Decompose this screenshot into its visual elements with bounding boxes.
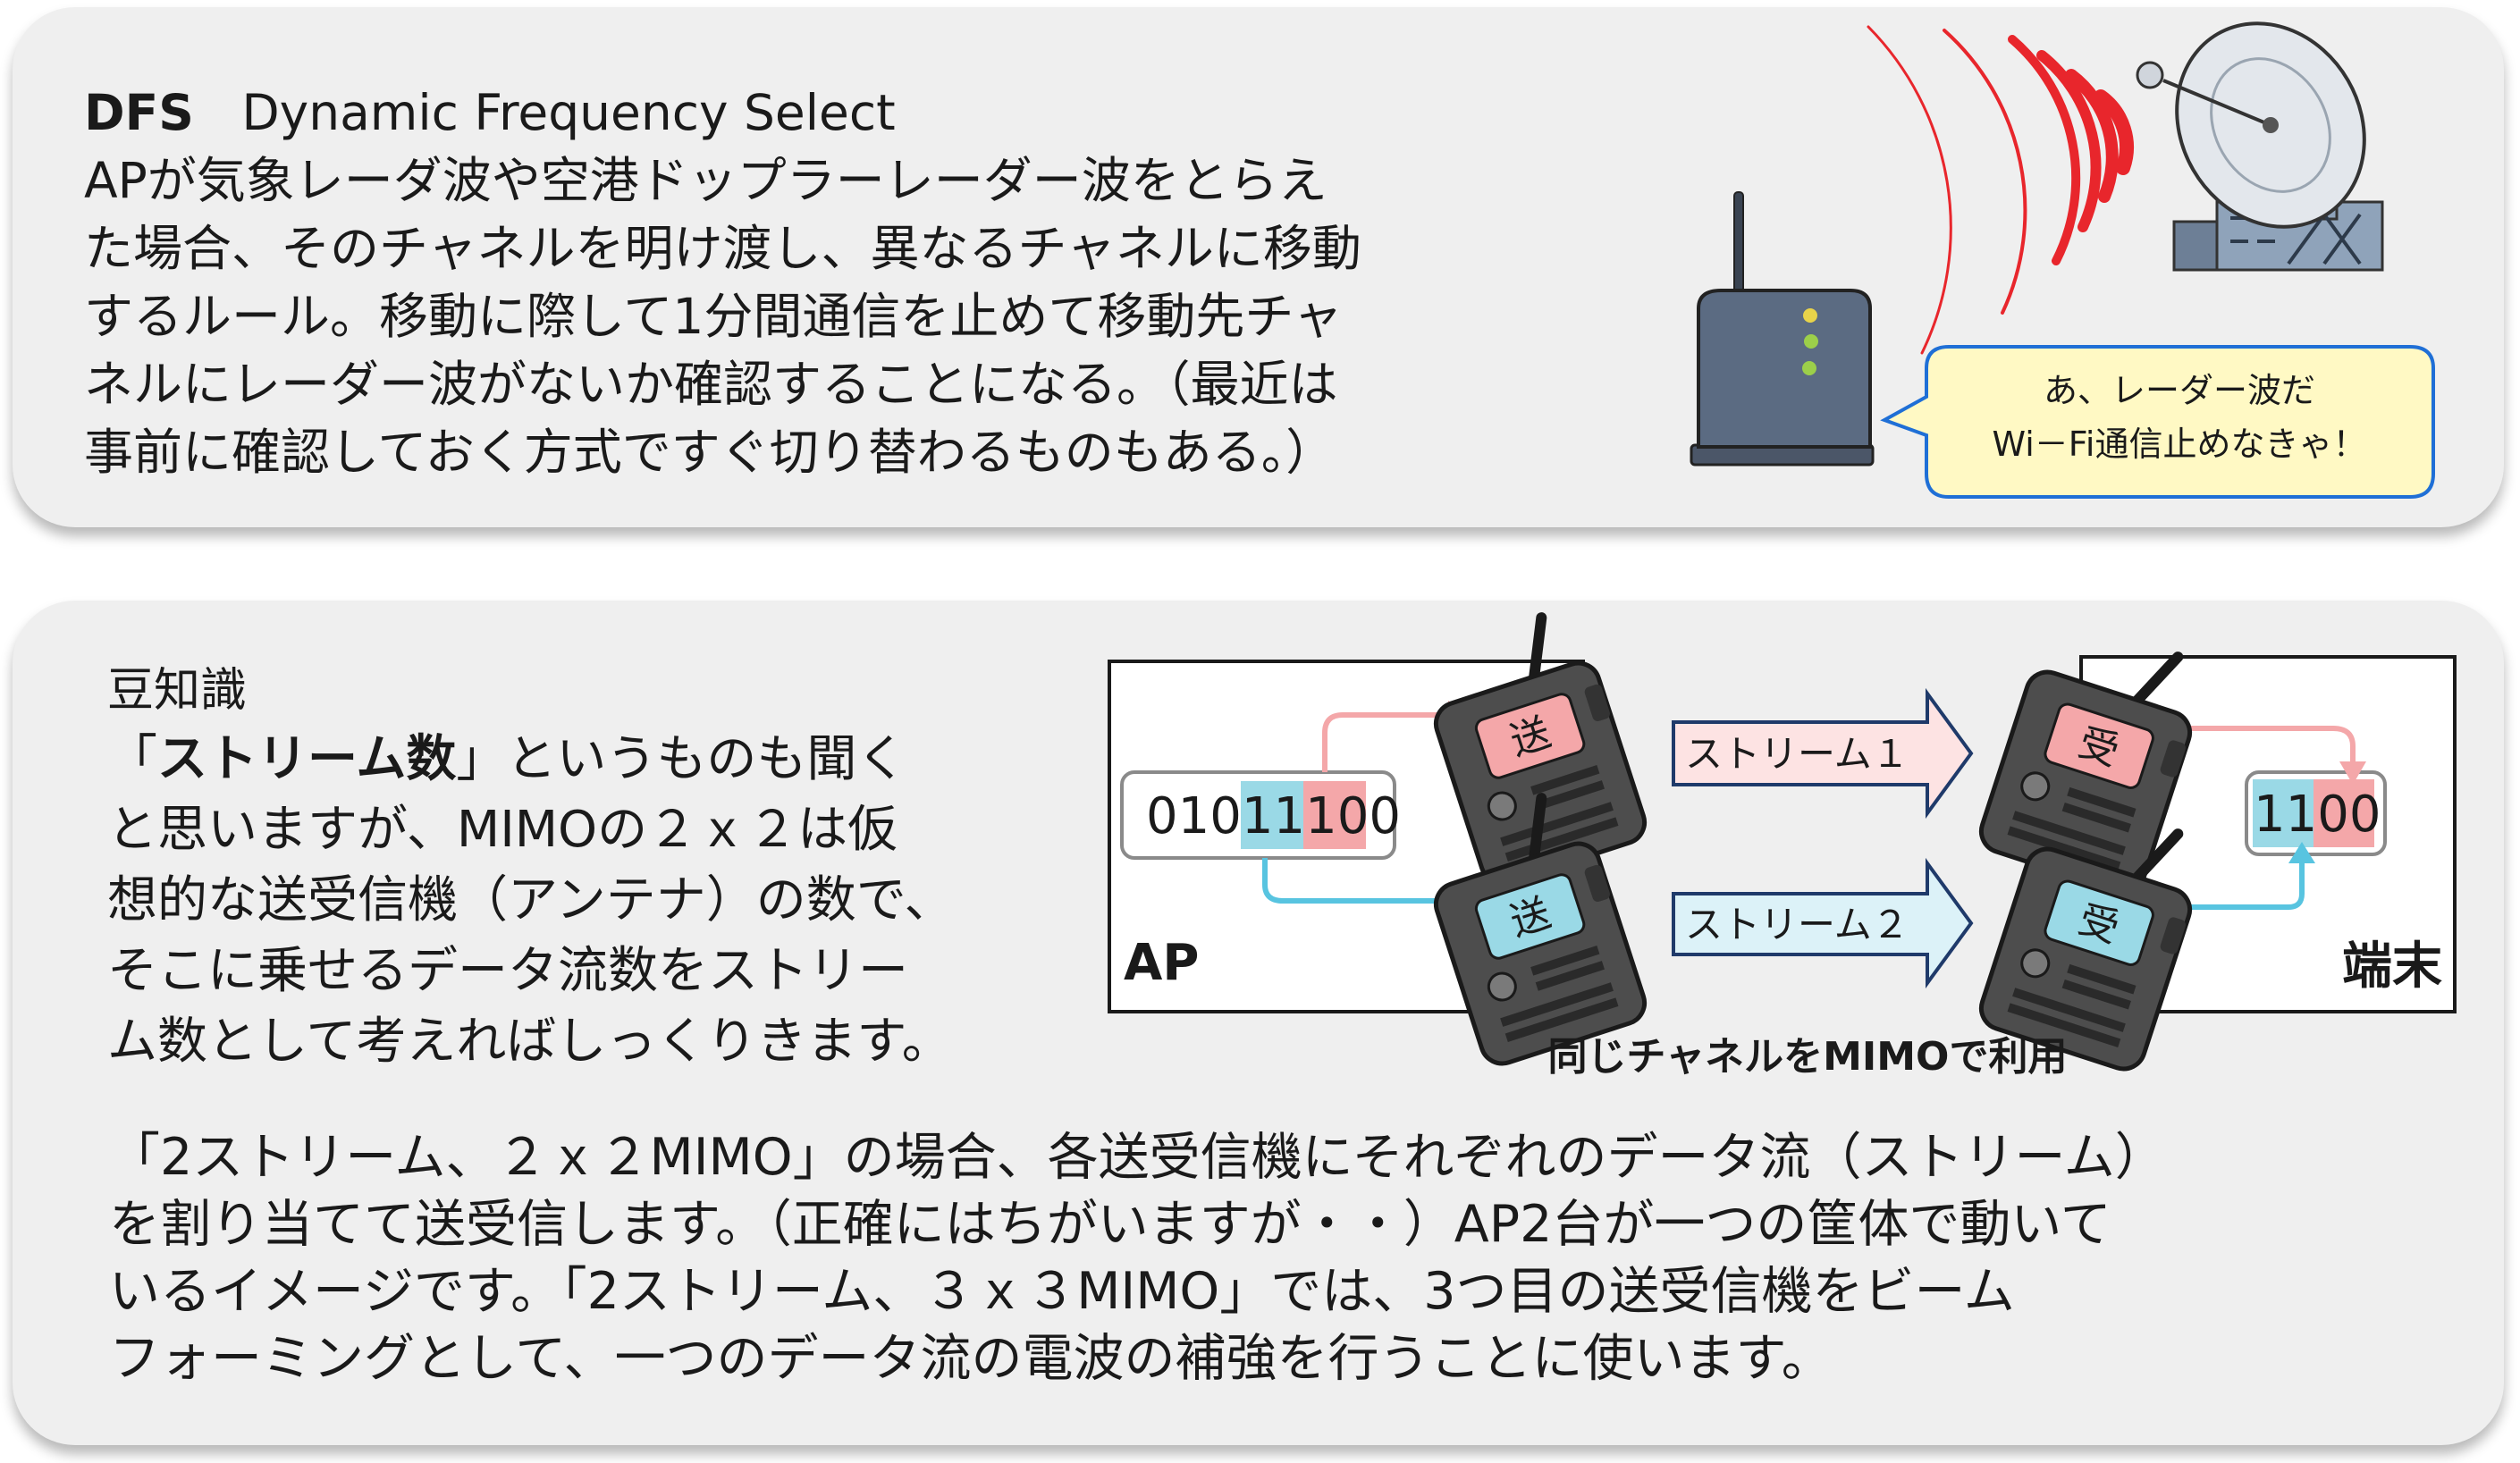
dfs-text-line: た場合、そのチャネルを明け渡し、異なるチャネルに移動 [84,220,1361,277]
trivia-text-line: そこに乗せるデータ流数をストリー [107,942,908,1000]
stream2-input-arrow [1262,858,1448,904]
stream2-arrow [1672,857,1974,989]
trivia-first-rest: 」というものも聞く [456,730,907,788]
radar-wave-icon [1867,25,2134,355]
dfs-title-acronym: DFS [84,84,194,141]
dfs-title: DFS Dynamic Frequency Select [84,79,896,147]
radar-dish-icon [2136,21,2384,272]
stream1-input-arrow [1322,712,1448,772]
dfs-text-line: 事前に確認しておく方式ですぐ切り替わるものもある。） [84,424,1336,481]
terminal-data-bits: 1100 [2254,786,2381,844]
trivia-text-line: ム数として考えればしっくりきます。 [107,1013,952,1071]
radio-transceiver-icon: 受 [1976,793,2212,1074]
radio-transceiver-icon: 送 [1414,607,1650,888]
terminal-label: 端末 [2342,937,2442,996]
ap-data-bits: 01011100 [1146,787,1401,845]
bubble-line: Wi－Fi通信止めなきゃ！ [1993,425,2367,464]
trivia-heading: 豆知識 [107,664,248,718]
mimo-text-line: いるイメージです。「2ストリーム、３ｘ３MIMO」では、3つ目の送受信機をビーム [109,1262,2015,1321]
dfs-title-expansion: Dynamic Frequency Select [241,84,896,141]
radio-transceiver-icon: 受 [1976,616,2212,897]
stream2-output-arrow [2172,863,2305,910]
stream1-label: ストリーム１ [1685,732,1909,776]
dfs-text-line: APが気象レーダ波や空港ドップラーレーダー波をとらえ [84,152,1327,209]
trivia-text-line: 「ストリーム数」というものも聞く [107,724,906,795]
speech-bubble [1880,345,2435,499]
mimo-caption: 同じチャネルをMIMOで利用 [1548,1034,2068,1080]
mimo-text-line: 「2ストリーム、２ｘ２MIMO」の場合、各送受信機にそれぞれのデータ流（ストリー… [109,1128,2166,1187]
mimo-text-line: を割り当てて送受信します。（正確にはちがいますが・・）AP2台が一つの筐体で動い… [109,1195,2111,1254]
dfs-text-line: ネルにレーダー波がないか確認することになる。（最近は [84,356,1338,413]
stream2-label: ストリーム２ [1685,903,1909,946]
trivia-open-bracket: 「 [107,730,157,788]
stream1-arrow [1672,687,1974,820]
mimo-text-line: フォーミングとして、一つのデータ流の電波の補強を行うことに使います。 [109,1329,1833,1388]
dfs-text-line: するルール。移動に際して1分間通信を止めて移動先チャ [84,288,1343,345]
radio-transceiver-icon: 送 [1414,787,1650,1069]
trivia-text-line: と思いますが、MIMOの２ｘ２は仮 [107,801,898,859]
router-icon [1690,191,1875,467]
stream1-output-arrow [2172,726,2356,761]
trivia-text-line: 想的な送受信機（アンテナ）の数で、 [107,871,955,929]
ap-label: AP [1124,934,1199,992]
stream-count-term: ストリーム数 [157,730,457,788]
bubble-line: あ、レーダー波だ [2044,371,2315,410]
